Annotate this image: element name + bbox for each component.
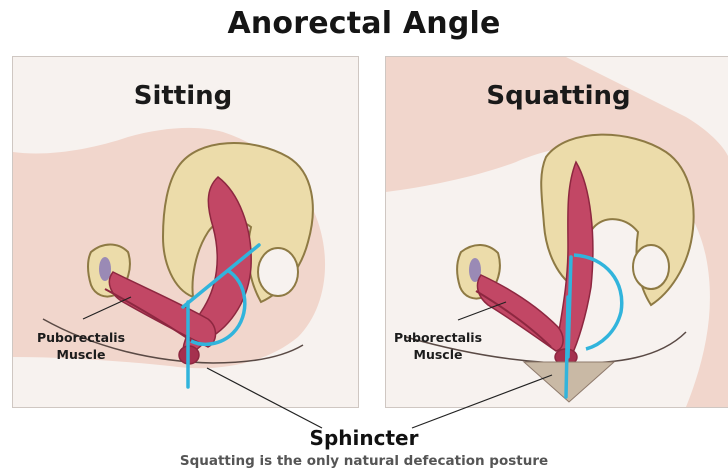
- sitting-label: Sitting: [13, 81, 353, 111]
- puborectalis-label-line1: Puborectalis: [394, 330, 482, 345]
- obturator-foramen: [633, 245, 669, 289]
- sphincter-label: Sphincter: [0, 426, 728, 450]
- puborectalis-label-sitting: Puborectalis Muscle: [21, 329, 141, 363]
- puborectalis-label-line1: Puborectalis: [37, 330, 125, 345]
- pubic-symphysis: [99, 257, 111, 281]
- puborectalis-label-line2: Muscle: [57, 347, 106, 362]
- squatting-panel: Squatting Puborectalis Muscle: [385, 56, 728, 408]
- puborectalis-label-line2: Muscle: [414, 347, 463, 362]
- diagram-title: Anorectal Angle: [0, 6, 728, 41]
- puborectalis-label-squatting: Puborectalis Muscle: [385, 329, 498, 363]
- sitting-panel: Sitting Puborectalis Muscle: [12, 56, 359, 408]
- caption: Squatting is the only natural defecation…: [0, 453, 728, 469]
- obturator-foramen: [258, 248, 298, 296]
- anal-canal-line: [566, 297, 568, 397]
- squatting-label: Squatting: [386, 81, 728, 111]
